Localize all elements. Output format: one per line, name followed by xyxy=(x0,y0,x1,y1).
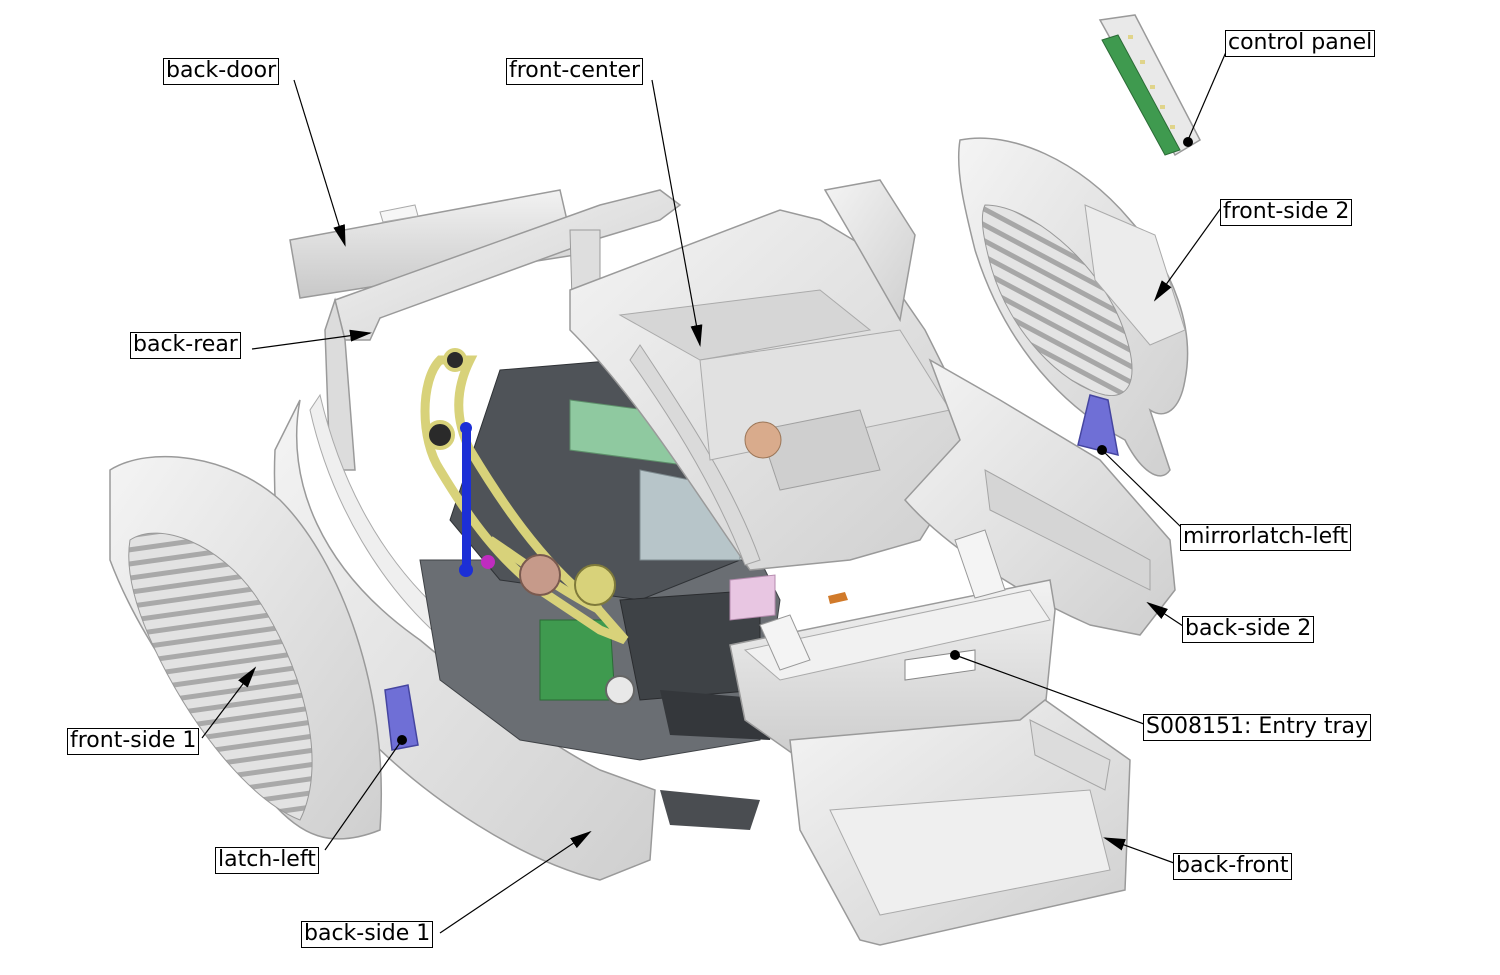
label-latch-left: latch-left xyxy=(215,847,319,874)
label-control-panel: control panel xyxy=(1225,30,1376,57)
label-mirrorlatch-left: mirrorlatch-left xyxy=(1180,524,1352,551)
label-entry-tray: S008151: Entry tray xyxy=(1143,714,1372,741)
label-front-center: front-center xyxy=(506,58,644,85)
label-back-door: back-door xyxy=(163,58,280,85)
label-back-front: back-front xyxy=(1173,853,1292,880)
leader-lines xyxy=(201,51,1227,934)
dot-mirrorlatch-left xyxy=(1097,445,1107,455)
front-center-part xyxy=(569,209,971,571)
leader-control-panel xyxy=(1187,51,1227,141)
label-front-side-2: front-side 2 xyxy=(1220,199,1353,226)
leader-back-door xyxy=(293,79,346,247)
back-front-part xyxy=(789,699,1131,946)
leader-back-side-2 xyxy=(1146,601,1184,627)
label-back-rear: back-rear xyxy=(130,332,241,359)
front-side-1-part xyxy=(109,455,382,840)
leader-back-front xyxy=(1103,837,1175,864)
front-side-2-part xyxy=(957,137,1189,477)
leader-mirrorlatch-left xyxy=(1101,449,1183,529)
dot-control-panel xyxy=(1183,137,1193,147)
leader-dots xyxy=(397,137,1193,745)
back-side-2-part xyxy=(823,179,1176,636)
leader-entry-tray xyxy=(954,654,1145,725)
leader-front-side-1 xyxy=(201,666,257,739)
leader-back-rear xyxy=(251,329,372,350)
leader-front-side-2 xyxy=(1153,207,1222,302)
leader-back-side-1 xyxy=(439,830,592,934)
dot-entry-tray xyxy=(950,650,960,660)
leader-latch-left xyxy=(324,739,403,851)
latch-left-part xyxy=(384,684,419,751)
control-panel-part xyxy=(1098,14,1201,157)
label-front-side-1: front-side 1 xyxy=(67,728,200,755)
drive-rod xyxy=(459,422,495,577)
leader-front-center xyxy=(651,79,703,347)
mirrorlatch-left-part xyxy=(1077,394,1119,457)
label-back-side-2: back-side 2 xyxy=(1182,616,1315,643)
label-back-side-1: back-side 1 xyxy=(301,921,434,948)
dot-latch-left xyxy=(397,735,407,745)
